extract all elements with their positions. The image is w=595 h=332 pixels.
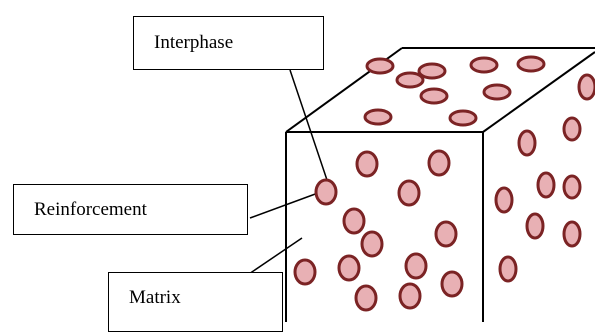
leader-lines [242, 69, 328, 279]
top-face-particle [419, 87, 449, 105]
top-face-particle [516, 55, 546, 73]
front-face-particle [293, 258, 317, 286]
front-face-particle [404, 252, 428, 280]
interphase-label: Interphase [133, 16, 324, 70]
composite-cube-diagram [242, 47, 595, 322]
front-face-particle [355, 150, 379, 178]
reinforcement-particles [293, 55, 595, 312]
right-face-particle [562, 174, 582, 200]
matrix-label: Matrix [108, 272, 283, 332]
front-face-particle [354, 284, 378, 312]
matrix-leader-line [242, 237, 303, 279]
top-face-particle [448, 109, 478, 127]
interphase-leader-line [289, 69, 328, 181]
front-face-particle [434, 220, 458, 248]
top-face-particle [363, 108, 393, 126]
cube-top-right-edge [482, 51, 595, 133]
front-face-particle [342, 207, 366, 235]
right-face-particle [525, 212, 545, 240]
front-face-particle [398, 282, 422, 310]
reinforcement-label: Reinforcement [13, 184, 248, 235]
reinforcement-leader-line [249, 192, 319, 219]
front-face-particle [427, 149, 451, 177]
front-face-particle [440, 270, 464, 298]
right-face-particle [498, 255, 518, 283]
top-face-particle [395, 71, 425, 89]
top-face-particle [469, 56, 499, 74]
right-face-particle [562, 220, 582, 248]
top-face-particle [482, 83, 512, 101]
right-face-particle [517, 129, 537, 157]
top-face-particle [417, 62, 447, 80]
right-face-particle [536, 171, 556, 199]
front-face-particle [314, 178, 338, 206]
right-face-particle [562, 116, 582, 142]
top-face-particle [365, 57, 395, 75]
front-face-particle [397, 179, 421, 207]
front-face-particle [360, 230, 384, 258]
front-face-particle [337, 254, 361, 282]
right-face-particle [494, 186, 514, 214]
right-face-particle [577, 73, 595, 101]
